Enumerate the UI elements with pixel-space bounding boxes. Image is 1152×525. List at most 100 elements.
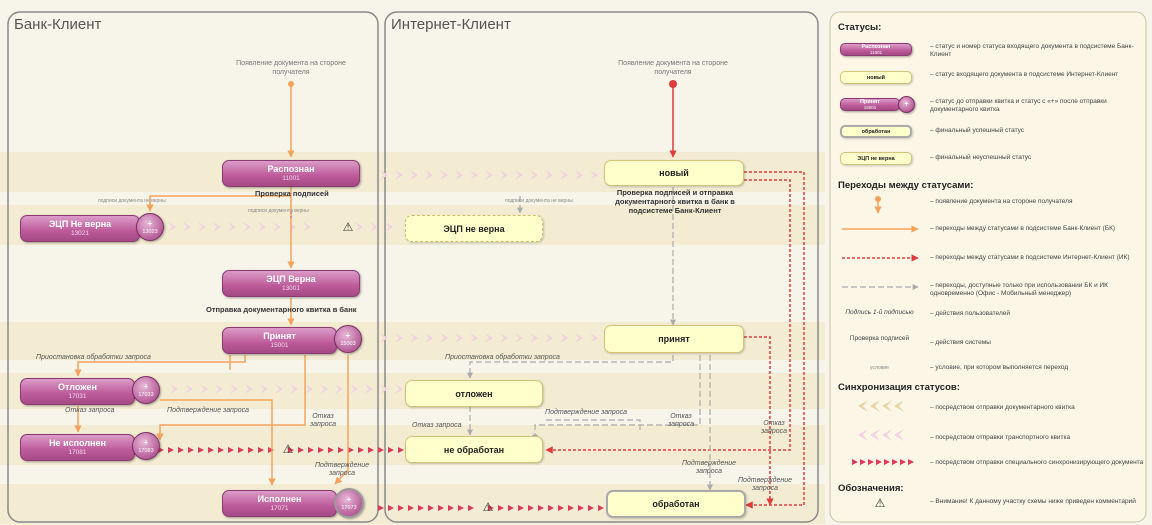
note-sig-invalid-1: подписи документа не верны	[98, 198, 166, 204]
legend-plus-circle: +	[898, 96, 915, 113]
status-plus-ecp-invalid: +13023	[136, 213, 164, 241]
warning-icon: ⚠	[282, 442, 294, 456]
legend-text: – Внимание! К данному участку схемы ниже…	[930, 498, 1136, 505]
ik-status-accepted: принят	[604, 325, 744, 353]
status-name: Отложен	[58, 382, 97, 392]
plus-code: 17073	[341, 505, 357, 511]
status-code: 17081	[68, 449, 87, 456]
warning-icon: ⚠	[874, 496, 886, 510]
status-plus-deferred: +17033	[132, 376, 160, 404]
note-confirm-exec: Подтверждение запроса	[314, 462, 370, 477]
legend-text: – действия системы	[930, 339, 991, 346]
note-confirm-bank: Подтверждение запроса	[167, 407, 250, 414]
status-name: Исполнен	[257, 494, 302, 504]
bank-transitions	[74, 84, 349, 486]
note-sig-invalid-ik: подписи документа не верны	[505, 198, 573, 204]
plus-code: 13023	[142, 229, 158, 235]
legend-text: – посредством отправки специального синх…	[930, 459, 1144, 466]
ik-status-ecp-invalid: ЭЦП не верна	[405, 215, 543, 242]
note-confirm-ik-far: Подтверждение запроса	[737, 477, 793, 492]
bank-column-header: Банк-Клиент	[14, 16, 102, 33]
legend-text: – посредством отправки транспортного кви…	[930, 434, 1071, 441]
status-code: 17031	[68, 393, 87, 400]
legend-sync-samples	[852, 400, 914, 465]
legend-text: – финальный успешный статус	[930, 127, 1025, 134]
status-plus-not-executed: +17083	[132, 432, 160, 460]
status-code: 13021	[70, 230, 90, 237]
plus-sign: +	[345, 331, 351, 340]
ik-status-not-processed: не обработан	[405, 436, 543, 463]
plus-sign: +	[346, 495, 352, 504]
note-confirm-ik: Подтверждение запроса	[545, 409, 628, 416]
legend-ik-status-box: новый	[840, 71, 912, 84]
status-name: Принят	[263, 331, 296, 341]
legend-text: – статус и номер статуса входящего докум…	[930, 43, 1134, 58]
status-name: Распознан	[267, 164, 315, 174]
ik-transitions	[545, 84, 805, 509]
plus-sign: +	[147, 219, 153, 228]
legend-text: – действия пользователей	[930, 310, 1010, 317]
legend-transitions-title: Переходы между статусами:	[838, 180, 974, 191]
legend-system-action-label: Проверка подписей	[849, 335, 910, 342]
legend-box-name: Распознан	[861, 44, 891, 50]
legend-panel	[829, 11, 1147, 523]
legend-statuses-title: Статусы:	[838, 22, 882, 33]
plus-sign: +	[143, 382, 149, 391]
sync-receipt-chevrons	[168, 170, 598, 394]
legend-transition-samples	[842, 196, 919, 290]
note-refuse-far: Отказ запроса	[760, 420, 788, 435]
ik-arrival-event: Появление документа на стороне получател…	[618, 60, 728, 76]
action-ik-check-send: Проверка подписей и отправка документарн…	[615, 188, 735, 215]
note-refuse-bank: Отказ запроса	[65, 407, 115, 414]
note-refuse-ik-right: Отказ запроса	[667, 413, 695, 428]
legend-box-code: 11001	[869, 50, 883, 55]
legend-final-success-box: обработан	[840, 125, 912, 138]
note-suspend-bank: Приостановка обработки запроса	[36, 354, 151, 361]
legend-box-code: 15001	[863, 105, 877, 110]
bank-arrival-event: Появление документа на стороне получател…	[236, 60, 346, 76]
action-check-signatures: Проверка подписей	[255, 189, 329, 198]
legend-text: – статус до отправки квитка и статус с «…	[930, 98, 1107, 113]
status-name: Не исполнен	[49, 438, 106, 448]
status-name: ЭЦП Не верна	[48, 219, 112, 229]
legend-text: – условие, при котором выполняется перех…	[930, 364, 1069, 371]
note-refuse-mid: Отказ запроса	[309, 413, 337, 428]
legend-condition-label: условие	[870, 365, 889, 371]
ik-status-new: новый	[604, 160, 744, 186]
legend-user-action-label: Подпись 1-й подписью	[845, 309, 914, 316]
note-refuse-ik-left: Отказ запроса	[412, 422, 462, 429]
legend-text: – переходы, доступные только при использ…	[930, 282, 1108, 297]
sync-special-arrows	[158, 447, 604, 511]
plus-code: 15003	[340, 341, 356, 347]
legend-marks-title: Обозначения:	[838, 483, 904, 494]
status-plus-executed: +17073	[334, 488, 364, 518]
plus-code: 17033	[138, 392, 154, 398]
status-code: 15001	[270, 342, 289, 349]
legend-text: – статус входящего документа в подсистем…	[930, 71, 1119, 78]
plus-code: 17083	[138, 448, 154, 454]
warning-icon: ⚠	[342, 220, 354, 234]
action-send-receipt: Отправка документарного квитка в банк	[206, 305, 357, 314]
note-confirm-ik-bottom: Подтверждение запроса	[681, 460, 737, 475]
status-code: 17071	[270, 505, 289, 512]
legend-text: – появление документа на стороне получат…	[930, 198, 1073, 205]
ik-panel	[384, 11, 819, 523]
status-name: ЭЦП Верна	[266, 274, 316, 284]
note-suspend-ik: Приостановка обработки запроса	[445, 354, 560, 361]
status-plus-accepted: +15003	[334, 325, 362, 353]
legend-box-name: Принят	[860, 99, 880, 105]
status-code: 11001	[282, 175, 300, 182]
status-code: 13001	[281, 285, 301, 292]
legend-text: – финальный неуспешный статус	[930, 154, 1032, 161]
ik-column-header: Интернет-Клиент	[391, 16, 511, 33]
warning-icon: ⚠	[482, 500, 494, 514]
